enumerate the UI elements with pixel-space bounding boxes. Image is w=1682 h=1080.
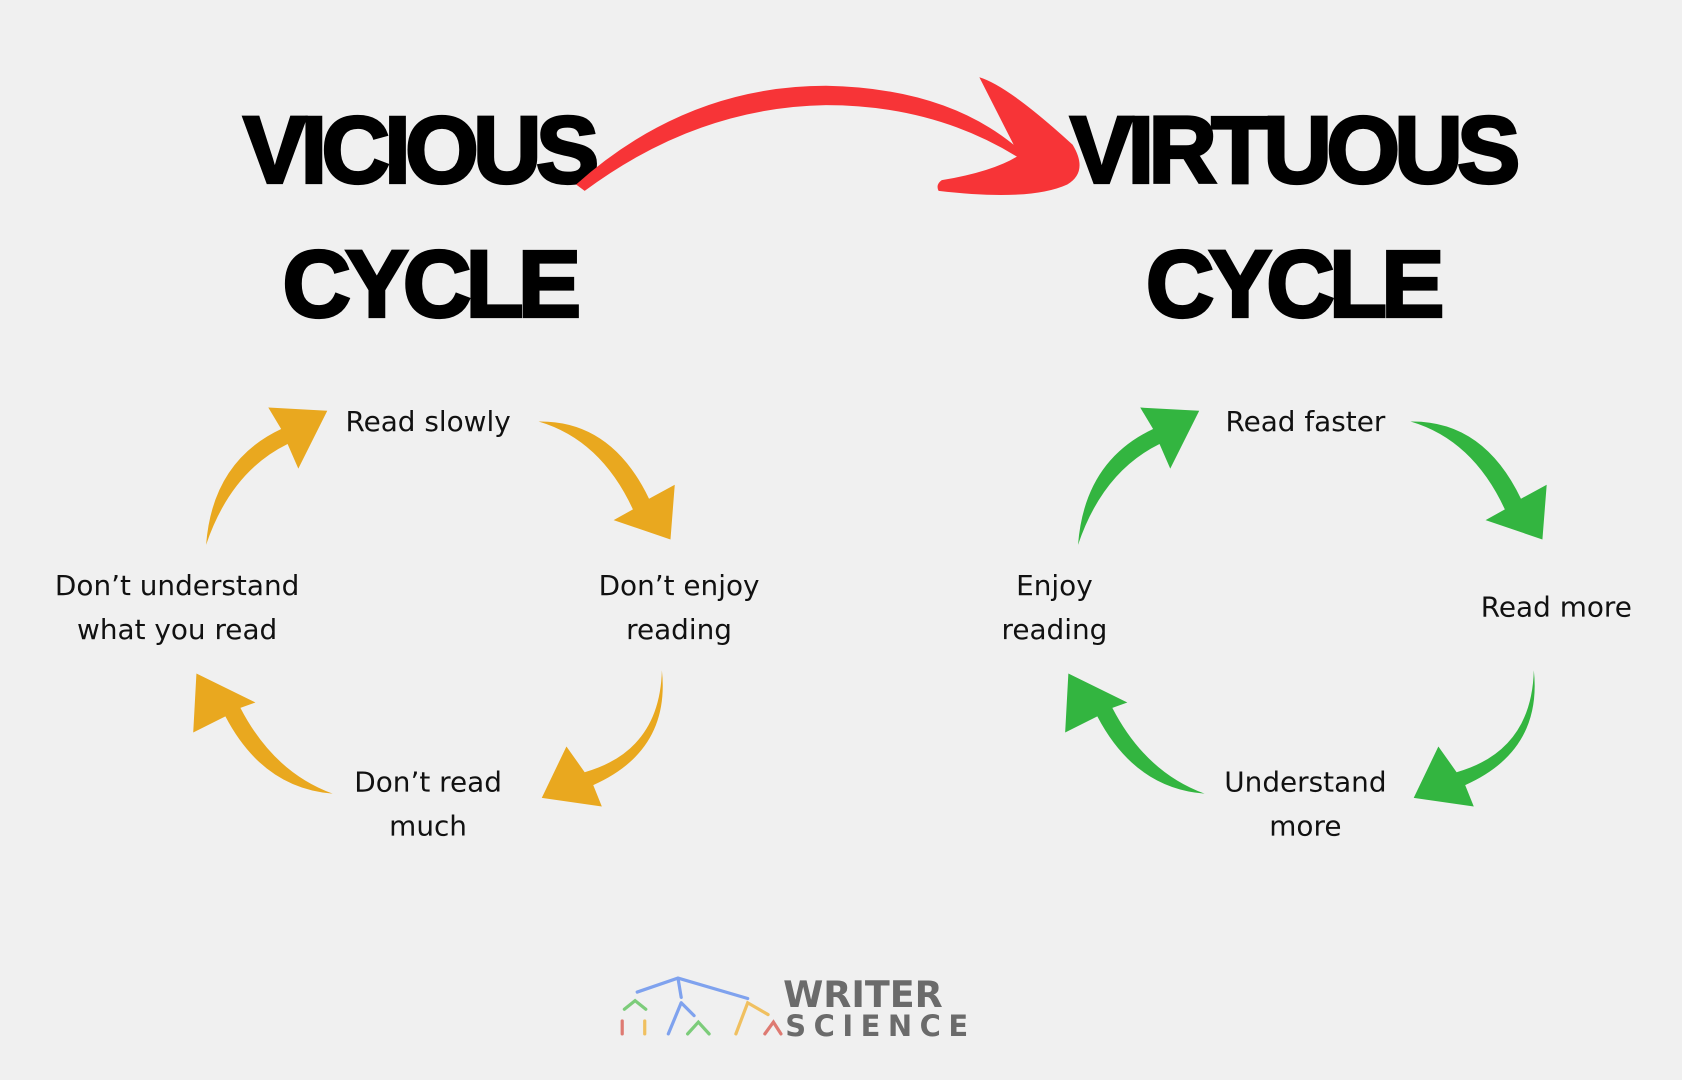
vicious-title-line2: CYCLE: [283, 231, 578, 336]
step-dont-enjoy-1: Don’t enjoy: [599, 569, 760, 602]
arrow-down-right: [538, 421, 675, 540]
virtuous-title-line2: CYCLE: [1146, 231, 1441, 336]
arrow-down-right: [1410, 421, 1547, 540]
virtuous-title-line1: VIRTUOUS: [1070, 97, 1517, 202]
arrow-down-left: [541, 670, 663, 807]
tree-icon: [620, 976, 783, 1036]
step-understand-2: more: [1269, 809, 1341, 842]
logo-text-science: SCIENCE: [785, 1009, 975, 1043]
logo-text-writer: WRITER: [783, 973, 943, 1016]
step-read-slowly: Read slowly: [345, 405, 510, 438]
step-dont-enjoy-2: reading: [626, 613, 732, 646]
step-enjoy-2: reading: [1001, 613, 1107, 646]
step-read-faster: Read faster: [1225, 405, 1385, 438]
step-enjoy-1: Enjoy: [1016, 569, 1093, 602]
writer-science-logo: WRITER SCIENCE: [620, 973, 975, 1043]
step-dont-understand-1: Don’t understand: [55, 569, 299, 602]
arrow-up-right: [1078, 407, 1200, 545]
vicious-title-line1: VICIOUS: [243, 97, 596, 202]
virtuous-arrows: [1065, 407, 1547, 807]
step-dont-read-1: Don’t read: [354, 765, 502, 798]
transition-arrow: [576, 77, 1080, 196]
vicious-arrows: [193, 407, 675, 807]
arrow-down-left: [1413, 670, 1535, 807]
arrow-up-right: [206, 407, 328, 545]
arrow-up-left: [193, 673, 333, 794]
step-dont-read-2: much: [389, 809, 467, 842]
arrow-up-left: [1065, 673, 1205, 794]
step-understand-1: Understand: [1224, 765, 1386, 798]
step-dont-understand-2: what you read: [77, 613, 277, 646]
step-read-more: Read more: [1481, 591, 1632, 624]
